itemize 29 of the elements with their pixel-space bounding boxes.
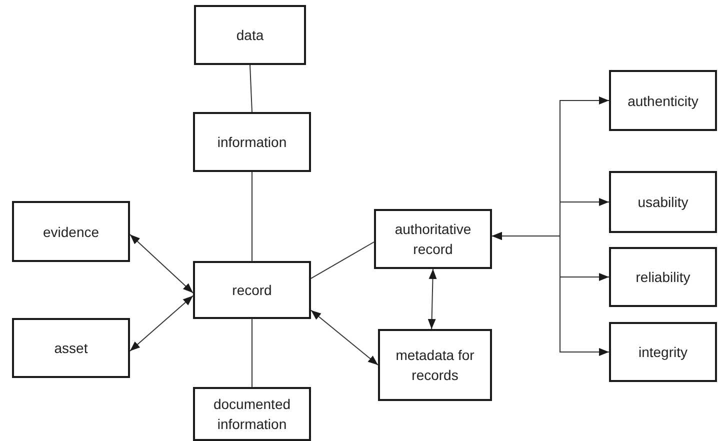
connector-arrow [130, 295, 194, 352]
node-label: information [217, 133, 287, 152]
concept-box [609, 70, 717, 131]
node-label: asset [54, 339, 88, 358]
connector-arrow [310, 310, 378, 366]
concept-box [193, 112, 311, 172]
connector-arrow [492, 232, 610, 356]
concept-box [12, 318, 130, 378]
node-label: usability [638, 193, 688, 212]
connector-arrow [428, 268, 437, 330]
node-label: record [232, 281, 272, 300]
node-label: evidence [42, 222, 100, 242]
concept-box [374, 209, 492, 269]
node-label: metadata for records [394, 346, 476, 385]
node-label: documented information [212, 395, 292, 434]
node-label: reliability [636, 268, 690, 287]
concept-box [193, 387, 311, 441]
concept-box [193, 261, 311, 319]
node-label: integrity [638, 343, 688, 362]
concept-box [12, 201, 130, 262]
node-label: authoritative record [394, 220, 472, 259]
concept-box [378, 329, 492, 401]
connector-arrow [130, 234, 194, 294]
node-label: authenticity [628, 92, 698, 110]
concept-box [609, 322, 717, 382]
node-label: data [236, 26, 264, 45]
concept-box [609, 247, 717, 307]
concept-box [194, 5, 306, 65]
concept-box [609, 171, 717, 233]
